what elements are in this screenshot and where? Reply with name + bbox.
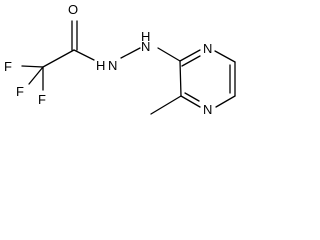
nh2-h-label: H [141,29,150,44]
bond-c-f3 [28,66,44,85]
bond-c-f1 [21,65,44,68]
bond-methyl [150,95,182,115]
ring-bond-c5-n4 [215,95,236,108]
fluorine-label-2: F [38,92,46,107]
bond-nh2-ring [157,47,181,62]
ring-bond-c2-n1-inner [181,55,201,67]
oxygen-label: O [68,2,78,17]
ring-bond-c2-n1 [179,49,201,62]
ring-bond-c3-c2 [179,60,182,97]
structure-diagram: O F F F H N H N N N [0,0,254,138]
ring-bond-n1-c6 [214,50,236,63]
bond-nh1-nh2 [120,47,141,59]
ring-n-bottom-label: N [203,102,212,117]
ring-n-top-label: N [203,41,212,56]
nh2-n-label: N [141,39,150,54]
fluorine-label-1: F [4,59,12,74]
bond-cf3-carbonyl [42,49,75,68]
fluorine-label-3: F [16,84,24,99]
nh1-h-label: H [96,58,105,73]
nh1-n-label: N [108,58,117,73]
bond-carbonyl-nh1 [73,49,95,61]
molecule-svg: O F F F H N H N N N [4,2,236,117]
ring-bond-n4-c3-inner [184,92,200,102]
ring-bond-n4-c3 [180,95,201,108]
